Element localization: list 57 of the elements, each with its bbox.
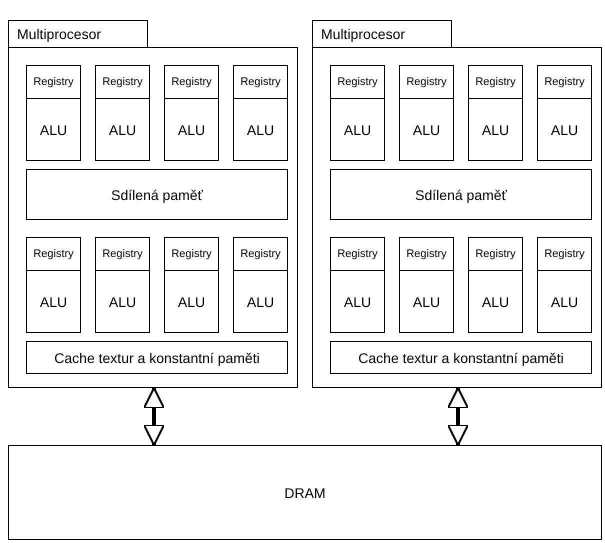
alu-unit-box bbox=[26, 237, 81, 333]
alu-unit-box bbox=[330, 237, 385, 333]
memory-box: DRAM bbox=[8, 445, 602, 540]
alu-label: ALU bbox=[246, 292, 276, 312]
alu-unit-box bbox=[164, 65, 219, 161]
register-cell: Registry bbox=[469, 66, 522, 99]
register-cell: Registry bbox=[27, 66, 80, 99]
register-cell: Registry bbox=[165, 66, 218, 99]
alu-unit-box bbox=[537, 65, 592, 161]
alu-label: ALU bbox=[550, 292, 580, 312]
alu-label: ALU bbox=[176, 120, 206, 140]
memory-box: Cache textur a konstantní paměti bbox=[26, 341, 288, 374]
alu-label: ALU bbox=[246, 120, 276, 140]
alu-unit-box bbox=[468, 65, 523, 161]
double-arrow bbox=[447, 387, 469, 446]
heading-tab: Multiprocesor bbox=[8, 20, 148, 48]
alu-unit-box bbox=[330, 65, 385, 161]
alu-label: ALU bbox=[108, 120, 138, 140]
alu-label: ALU bbox=[480, 120, 510, 140]
double-arrow bbox=[143, 387, 165, 446]
alu-unit-box bbox=[95, 65, 150, 161]
register-cell: Registry bbox=[234, 66, 287, 99]
alu-label: ALU bbox=[480, 292, 510, 312]
heading-tab: Multiprocesor bbox=[312, 20, 452, 48]
register-cell: Registry bbox=[96, 66, 149, 99]
alu-unit-box bbox=[399, 237, 454, 333]
alu-unit-box bbox=[164, 237, 219, 333]
alu-label: ALU bbox=[108, 292, 138, 312]
alu-label: ALU bbox=[38, 292, 68, 312]
register-cell: Registry bbox=[469, 238, 522, 271]
register-cell: Registry bbox=[234, 238, 287, 271]
alu-unit-box bbox=[233, 237, 288, 333]
alu-label: ALU bbox=[412, 292, 442, 312]
memory-box: Sdílená paměť bbox=[330, 169, 592, 220]
register-cell: Registry bbox=[96, 238, 149, 271]
register-cell: Registry bbox=[27, 238, 80, 271]
register-cell: Registry bbox=[400, 238, 453, 271]
alu-unit-box bbox=[399, 65, 454, 161]
alu-unit-box bbox=[95, 237, 150, 333]
register-cell: Registry bbox=[538, 66, 591, 99]
memory-box: Cache textur a konstantní paměti bbox=[330, 341, 592, 374]
alu-label: ALU bbox=[550, 120, 580, 140]
register-cell: Registry bbox=[165, 238, 218, 271]
alu-unit-box bbox=[233, 65, 288, 161]
alu-label: ALU bbox=[342, 120, 372, 140]
alu-unit-box bbox=[537, 237, 592, 333]
register-cell: Registry bbox=[400, 66, 453, 99]
alu-label: ALU bbox=[342, 292, 372, 312]
alu-unit-box bbox=[26, 65, 81, 161]
memory-box: Sdílená paměť bbox=[26, 169, 288, 220]
register-cell: Registry bbox=[331, 66, 384, 99]
register-cell: Registry bbox=[331, 238, 384, 271]
alu-unit-box bbox=[468, 237, 523, 333]
alu-label: ALU bbox=[412, 120, 442, 140]
alu-label: ALU bbox=[176, 292, 206, 312]
register-cell: Registry bbox=[538, 238, 591, 271]
alu-label: ALU bbox=[38, 120, 68, 140]
